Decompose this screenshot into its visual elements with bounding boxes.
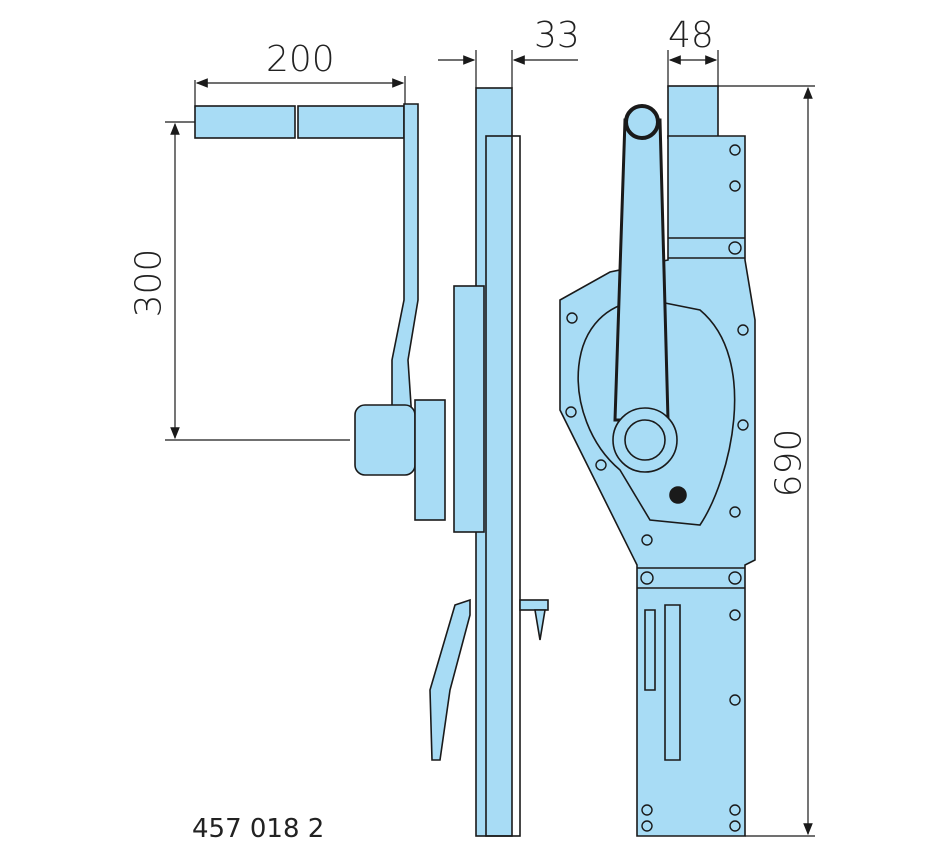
part-number: 457 018 2 <box>192 814 325 844</box>
dim-48 <box>667 50 719 88</box>
side-view <box>194 87 549 837</box>
dim-label-300: 300 <box>128 248 170 318</box>
dim-label-48: 48 <box>668 15 714 56</box>
dim-label-690: 690 <box>768 428 810 498</box>
dim-label-33: 33 <box>534 15 580 56</box>
dim-label-200: 200 <box>266 39 335 80</box>
dim-200 <box>194 76 406 108</box>
dim-300 <box>165 121 350 441</box>
front-view <box>559 85 756 837</box>
dim-690 <box>718 85 815 837</box>
dim-33 <box>438 50 578 88</box>
